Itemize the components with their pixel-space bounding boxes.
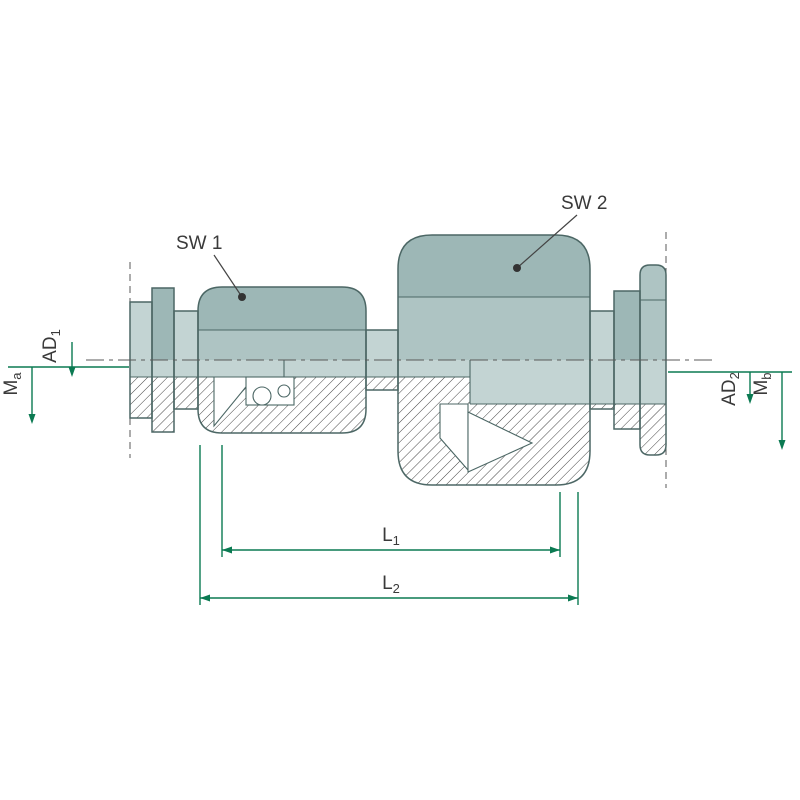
dimension-l1: L1	[221, 445, 561, 557]
sw1-leader-line	[213, 254, 243, 298]
dimension-right: AD2 Mb	[668, 371, 792, 450]
mb-main: M	[751, 380, 772, 396]
l2-arrowhead-left	[200, 594, 210, 602]
left-nut-mid-facet	[198, 330, 366, 360]
ma-sub: a	[9, 372, 24, 380]
sw1-leader-dot	[238, 293, 246, 301]
label-l2: L2	[382, 573, 400, 596]
label-sw2: SW 2	[561, 193, 607, 214]
bore-tube-right	[470, 360, 666, 404]
right-end-hex-outline	[639, 264, 667, 456]
dimension-l2: L2	[199, 445, 579, 605]
ad1-main: AD	[40, 336, 61, 362]
ad2-sub: 2	[727, 372, 742, 379]
bore-tube-left	[130, 360, 470, 377]
label-mb: Mb	[751, 372, 774, 395]
l2-arrowhead-right	[568, 594, 578, 602]
right-nut-mid-facet	[398, 297, 590, 360]
dimension-left: Ma AD1	[1, 329, 129, 424]
ma-main: M	[1, 380, 22, 396]
cutting-ring-ball-small	[277, 384, 291, 398]
right-ferrule-wedge	[467, 411, 534, 473]
mb-arrowhead	[778, 440, 786, 450]
ad1-sub: 1	[48, 329, 63, 336]
label-ad1: AD1	[40, 329, 63, 363]
l2-main: L	[382, 573, 393, 594]
sw2-leader-dot	[513, 264, 521, 272]
l1-main: L	[382, 525, 393, 546]
l1-sub: 1	[393, 533, 400, 548]
ad2-arrowhead	[746, 394, 754, 404]
ma-arrowhead	[28, 414, 36, 424]
l1-arrowhead-right	[550, 546, 560, 554]
ad1-arrowhead	[68, 367, 76, 377]
l1-arrowhead-left	[222, 546, 232, 554]
left-nut-outline	[197, 286, 367, 434]
cutting-ring-ball-large	[252, 386, 272, 406]
label-l1: L1	[382, 525, 400, 548]
sw2-leader-line	[516, 214, 578, 269]
label-ma: Ma	[1, 372, 24, 396]
l2-sub: 2	[393, 581, 400, 596]
label-sw1: SW 1	[176, 233, 222, 254]
right-nut-outline	[397, 234, 591, 486]
label-ad2: AD2	[719, 372, 742, 406]
ad2-main: AD	[719, 379, 740, 405]
callouts: SW 1 SW 2	[176, 193, 607, 301]
mb-sub: b	[759, 372, 774, 379]
